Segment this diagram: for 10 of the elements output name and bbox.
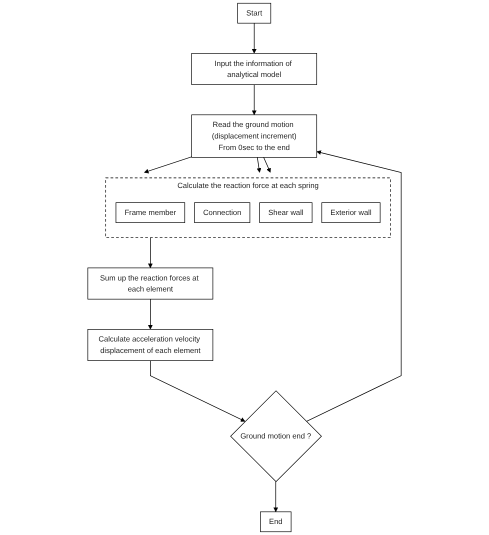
arrow xyxy=(252,84,257,116)
arrow xyxy=(148,298,153,330)
arrow xyxy=(148,237,153,268)
arrow xyxy=(306,150,402,422)
arrow xyxy=(273,481,278,512)
arrow xyxy=(252,22,257,54)
arrow xyxy=(263,157,271,173)
arrow xyxy=(256,157,262,173)
arrow xyxy=(144,156,192,174)
arrow xyxy=(150,360,246,422)
